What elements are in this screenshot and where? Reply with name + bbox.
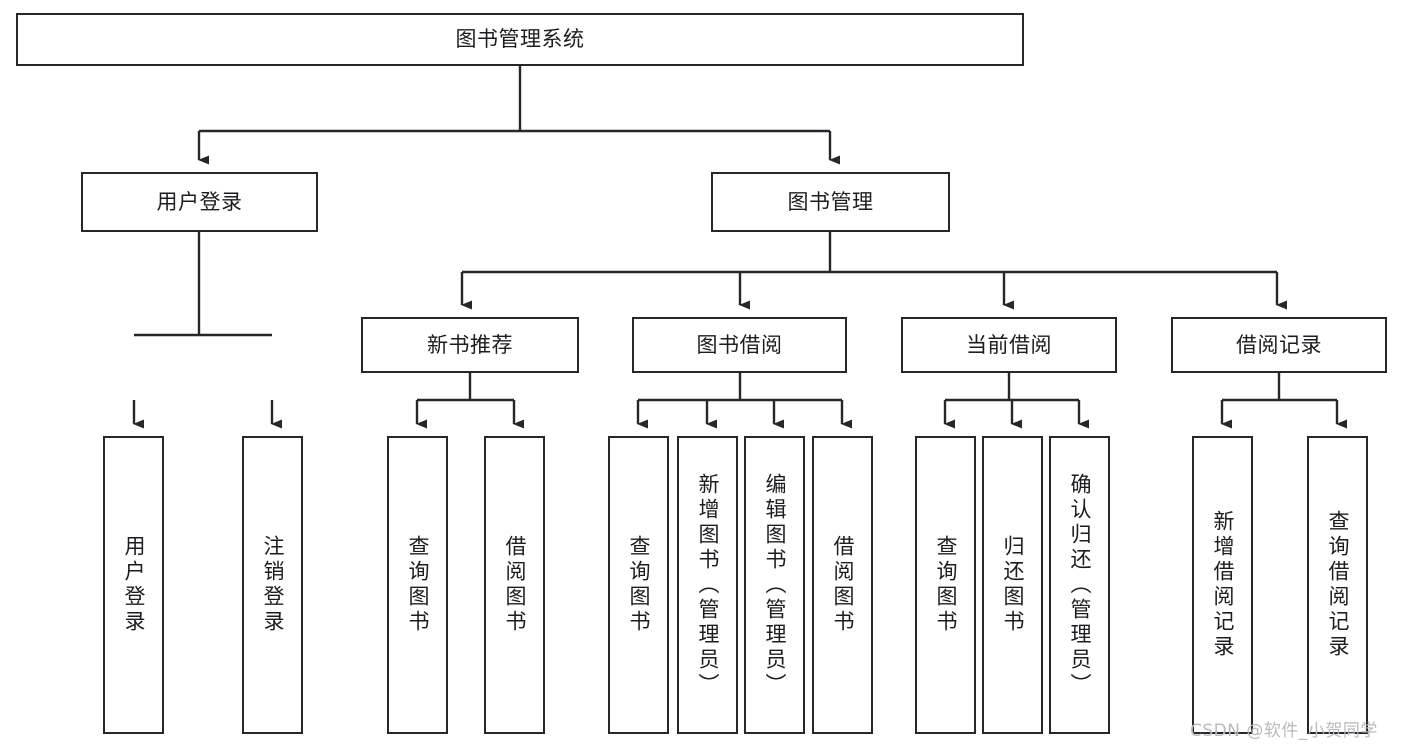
- node-book-borrow[interactable]: 图书借阅: [632, 317, 847, 373]
- node-leaf-query-book-3[interactable]: 查询图书: [915, 436, 976, 734]
- node-leaf-add-book[interactable]: 新增图书（管理员）: [677, 436, 738, 734]
- node-book-borrow-label: 图书借阅: [696, 332, 783, 357]
- node-leaf-return-book[interactable]: 归还图书: [982, 436, 1043, 734]
- node-new-book-recommend[interactable]: 新书推荐: [361, 317, 579, 373]
- node-leaf-add-borrow-record-label: 新增借阅记录: [1211, 510, 1235, 660]
- node-leaf-user-logout[interactable]: 注销登录: [242, 436, 303, 734]
- watermark-label: CSDN @软件_小贺同学: [1190, 721, 1378, 741]
- node-leaf-borrow-book-2[interactable]: 借阅图书: [812, 436, 873, 734]
- node-book-management-label: 图书管理: [787, 189, 874, 214]
- node-leaf-edit-book[interactable]: 编辑图书（管理员）: [744, 436, 805, 734]
- node-borrow-record-label: 借阅记录: [1236, 332, 1322, 357]
- node-root-图书管理系统-label: 图书管理系统: [455, 27, 585, 52]
- node-user-login[interactable]: 用户登录: [81, 172, 318, 232]
- node-leaf-borrow-book-2-label: 借阅图书: [831, 535, 855, 635]
- node-leaf-query-book-1-label: 查询图书: [406, 535, 430, 635]
- node-borrow-record[interactable]: 借阅记录: [1171, 317, 1387, 373]
- node-leaf-borrow-book-1-label: 借阅图书: [503, 535, 527, 635]
- node-leaf-query-borrow-record[interactable]: 查询借阅记录: [1307, 436, 1368, 734]
- node-leaf-user-login[interactable]: 用户登录: [103, 436, 164, 734]
- node-leaf-add-book-label: 新增图书（管理员）: [696, 472, 720, 698]
- node-root-图书管理系统[interactable]: 图书管理系统: [16, 13, 1024, 66]
- node-leaf-query-book-2-label: 查询图书: [627, 535, 651, 635]
- node-leaf-return-book-label: 归还图书: [1001, 535, 1025, 635]
- node-leaf-query-book-2[interactable]: 查询图书: [608, 436, 669, 734]
- node-leaf-confirm-return-label: 确认归还（管理员）: [1068, 472, 1092, 698]
- node-leaf-add-borrow-record[interactable]: 新增借阅记录: [1192, 436, 1253, 734]
- node-leaf-borrow-book-1[interactable]: 借阅图书: [484, 436, 545, 734]
- node-current-borrow[interactable]: 当前借阅: [901, 317, 1117, 373]
- node-current-borrow-label: 当前借阅: [966, 332, 1052, 357]
- node-new-book-recommend-label: 新书推荐: [427, 332, 513, 357]
- node-leaf-user-login-label: 用户登录: [122, 535, 146, 635]
- node-user-login-label: 用户登录: [156, 189, 243, 214]
- connector-lines: [132, 66, 1347, 429]
- node-leaf-confirm-return[interactable]: 确认归还（管理员）: [1049, 436, 1110, 734]
- node-leaf-edit-book-label: 编辑图书（管理员）: [763, 472, 787, 698]
- node-book-management[interactable]: 图书管理: [711, 172, 950, 232]
- node-leaf-query-borrow-record-label: 查询借阅记录: [1326, 510, 1350, 660]
- node-leaf-query-book-1[interactable]: 查询图书: [387, 436, 448, 734]
- node-leaf-query-book-3-label: 查询图书: [934, 535, 958, 635]
- node-leaf-user-logout-label: 注销登录: [261, 535, 285, 635]
